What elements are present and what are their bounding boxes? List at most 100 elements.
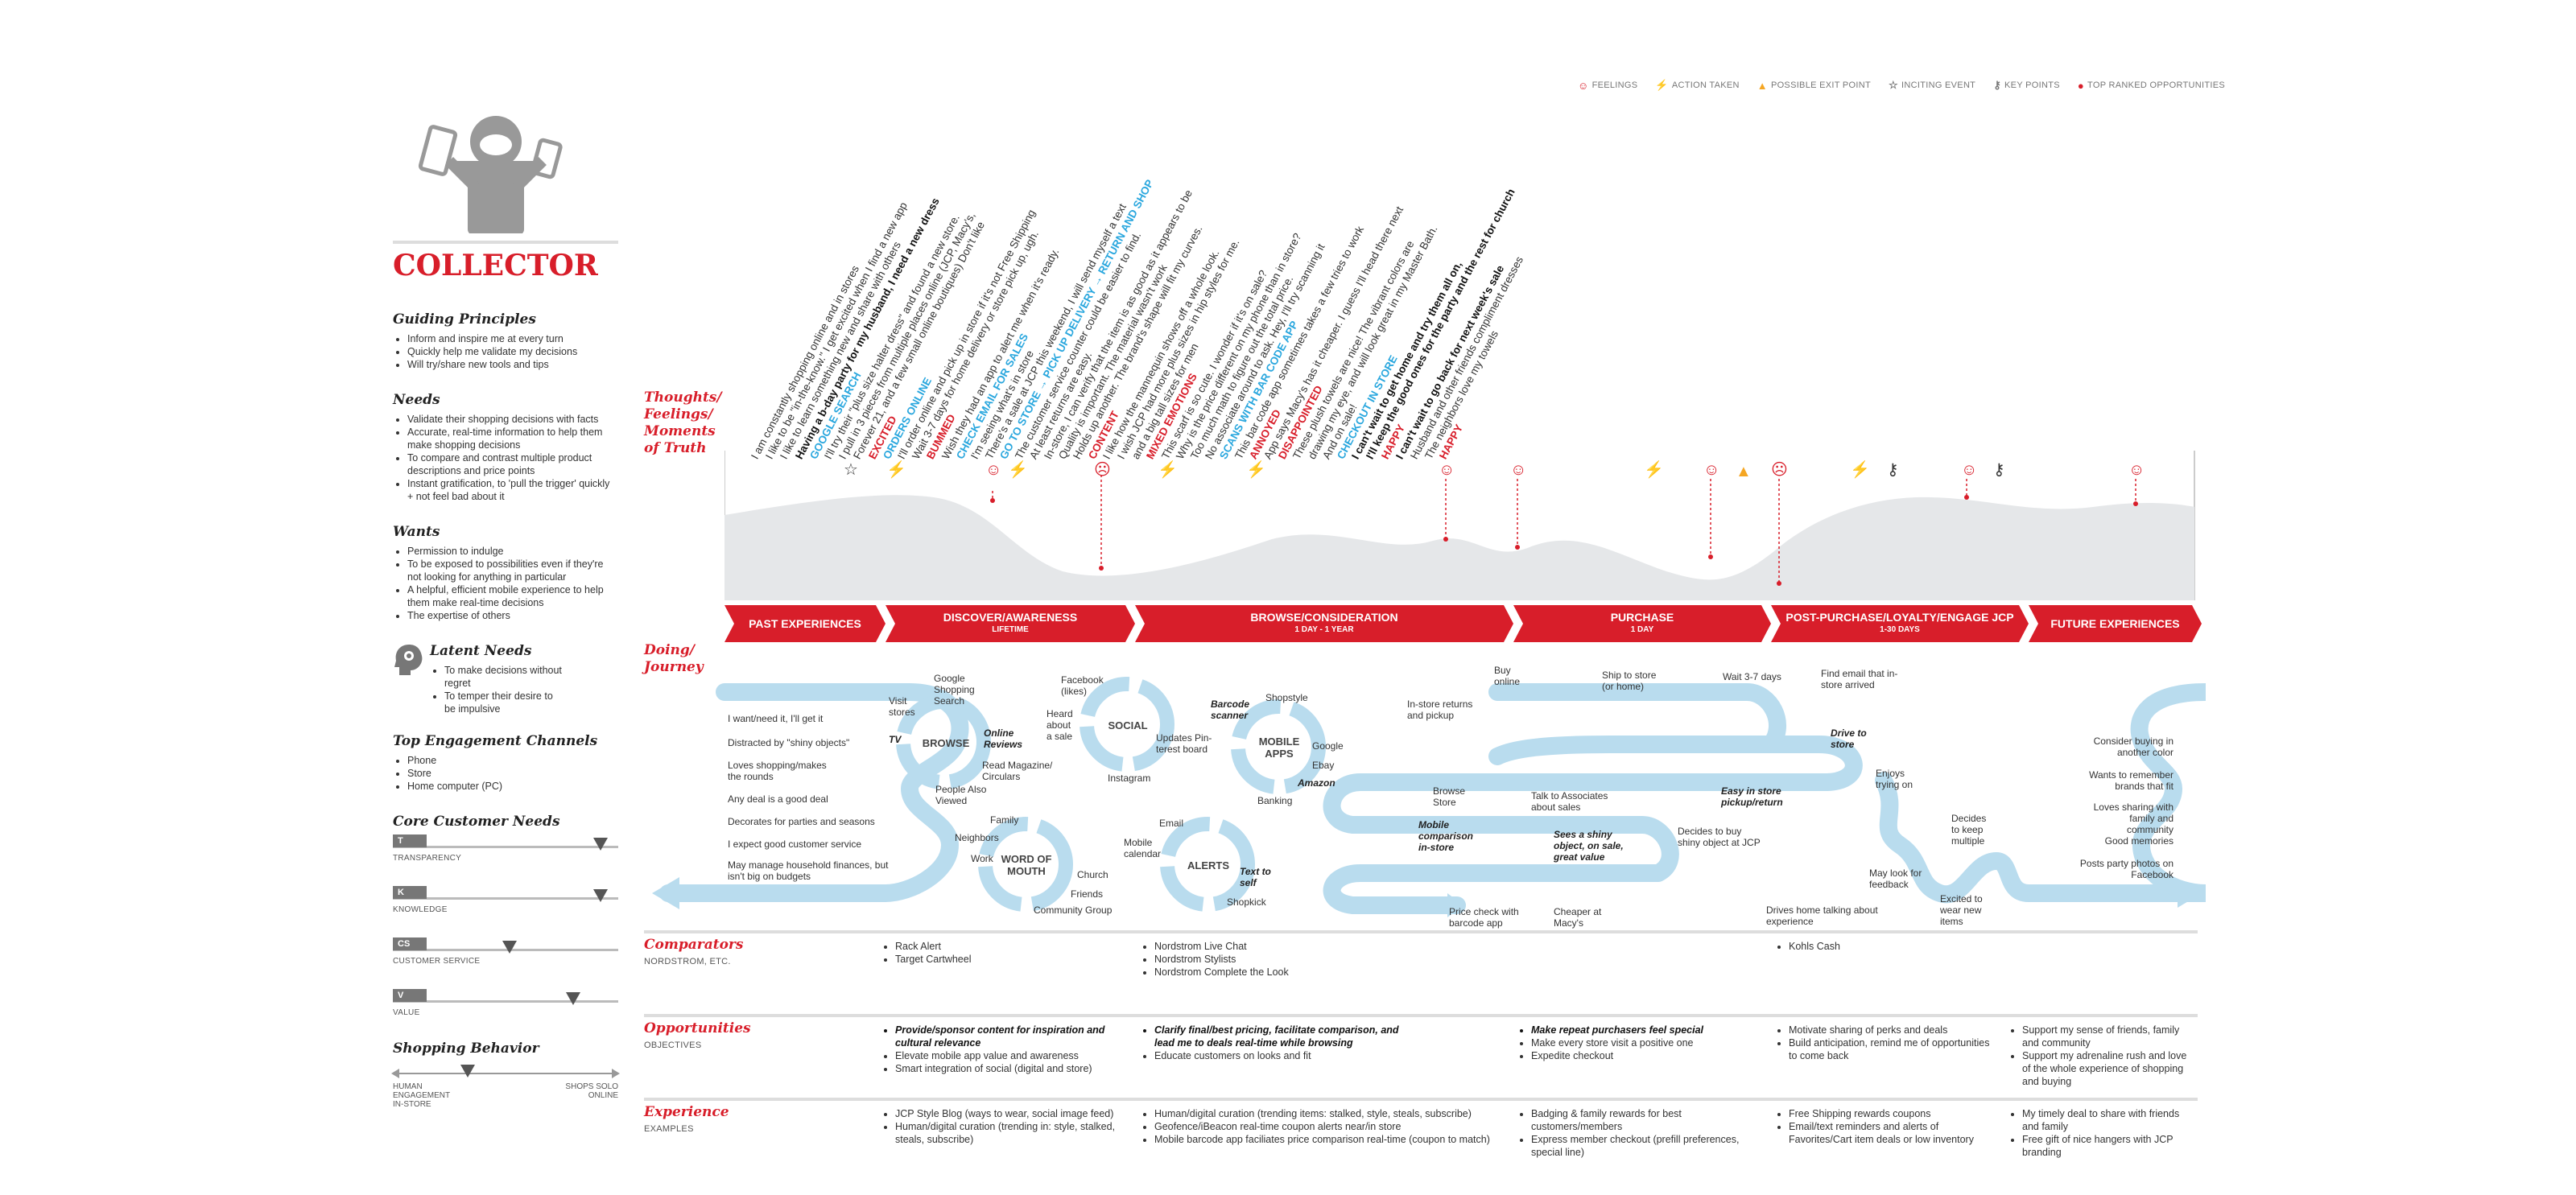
lightning-icon: ⚡	[1158, 461, 1178, 479]
wants-heading: Wants	[393, 524, 440, 540]
guiding-principles-list: Inform and inspire me at every turn Quic…	[393, 332, 618, 371]
journey-label: Ebay	[1312, 760, 1335, 771]
doing-section-label: Doing/ Journey	[644, 642, 704, 675]
journey-label: Buy online	[1494, 665, 1521, 687]
journey-label: Drives home talking about experience	[1766, 904, 1878, 927]
list-item: Geofence/iBeacon real-time coupon alerts…	[1154, 1120, 1512, 1133]
cycle-browse: BROWSE	[922, 737, 970, 749]
list-item: Home computer (PC)	[407, 780, 618, 793]
list-item: Support my adrenaline rush and love of t…	[2022, 1049, 2194, 1088]
list-item: Elevate mobile app value and awareness	[895, 1049, 1124, 1062]
smiley-icon: ☺	[985, 461, 1002, 479]
journey-label: People Also Viewed	[935, 784, 987, 806]
future-item: Wants to remember brands that fit	[2089, 769, 2174, 792]
past-item: Distracted by "shiny objects"	[728, 737, 850, 748]
meter-marker	[502, 941, 518, 954]
left-scale-label: HUMAN ENGAGEMENT IN-STORE	[393, 1082, 450, 1109]
journey-label: May look for feedback	[1869, 867, 1922, 890]
lightning-icon: ⚡	[1246, 461, 1266, 479]
journey-label: Ship to store (or home)	[1602, 670, 1657, 692]
list-item: Free gift of nice hangers with JCP brand…	[2022, 1133, 2194, 1159]
list-item: Permission to indulge	[407, 545, 618, 558]
right-scale-label: SHOPS SOLO ONLINE	[565, 1082, 618, 1100]
guiding-principles-heading: Guiding Principles	[393, 311, 536, 328]
journey-label: Decides to keep multiple	[1951, 813, 1987, 847]
latent-needs-heading: Latent Needs	[430, 643, 532, 659]
list-item: Expedite checkout	[1531, 1049, 1760, 1062]
cycle-mobile-apps: MOBILE APPS	[1258, 736, 1300, 760]
journey-label: Google Shopping Search	[934, 673, 975, 707]
warning-icon: ▲	[1736, 463, 1752, 480]
list-item: Express member checkout (prefill prefere…	[1531, 1133, 1760, 1159]
list-item: Rack Alert	[895, 940, 1124, 953]
future-item: Good memories	[2104, 835, 2174, 847]
list-item: To be exposed to possibilities even if t…	[407, 558, 618, 583]
legend-feelings: ☺Feelings	[1578, 79, 1638, 92]
shopping-behavior-scale: HUMAN ENGAGEMENT IN-STORE SHOPS SOLO ONL…	[391, 1061, 620, 1109]
star-icon: ☆	[1889, 79, 1898, 91]
journey-label: Visit stores	[889, 695, 915, 718]
journey-label: Mobile comparison in-store	[1418, 819, 1474, 853]
journey-label: Find email that in-store arrived	[1821, 668, 1898, 690]
list-item: Kohls Cash	[1789, 940, 2017, 953]
smiley-icon: ☺	[1703, 461, 1720, 479]
list-item: My timely deal to share with friends and…	[2022, 1107, 2194, 1133]
phase-past: PAST EXPERIENCES	[724, 605, 886, 642]
smiley-icon: ☹	[1771, 461, 1788, 479]
experience-post: Free Shipping rewards couponsEmail/text …	[1776, 1107, 2001, 1146]
legend-key: ⚷Key points	[1993, 79, 2060, 91]
journey-label: Neighbors	[955, 832, 999, 843]
opportunities-browse: Clarify final/best pricing, facilitate c…	[1141, 1024, 1399, 1062]
emotion-curve	[724, 451, 2195, 600]
journey-label: Mobile calendar	[1124, 837, 1162, 859]
past-item: Any deal is a good deal	[728, 793, 828, 805]
list-item: Nordstrom Stylists	[1154, 953, 1463, 966]
list-item: Human/digital curation (trending items: …	[1154, 1107, 1512, 1120]
journey-label: Enjoys trying on	[1876, 768, 1913, 790]
list-item: Validate their shopping decisions with f…	[407, 413, 618, 426]
journey-label: Excited to wear new items	[1940, 893, 1983, 927]
smiley-icon: ☺	[2128, 461, 2145, 479]
opportunities-discover: Provide/sponsor content for inspiration …	[882, 1024, 1124, 1075]
journey-label: Family	[990, 814, 1019, 826]
legend: ☺Feelings ⚡Action taken ▲Possible exit p…	[1578, 79, 2225, 92]
journey-label: Wait 3-7 days	[1723, 671, 1781, 682]
journey-label: Sees a shiny object, on sale, great valu…	[1554, 829, 1624, 863]
journey-label: Price check with barcode app	[1449, 906, 1519, 929]
star-icon: ☆	[844, 461, 858, 479]
list-item: To compare and contrast multiple product…	[407, 451, 618, 477]
journey-label: Updates Pin-terest board	[1156, 732, 1212, 755]
experience-discover: JCP Style Blog (ways to wear, social ima…	[882, 1107, 1124, 1146]
opportunities-purchase: Make repeat purchasers feel specialMake …	[1518, 1024, 1760, 1062]
journey-label: Barcode scanner	[1211, 698, 1250, 721]
list-item: Smart integration of social (digital and…	[895, 1062, 1124, 1075]
comparators-browse: Nordstrom Live ChatNordstrom StylistsNor…	[1141, 940, 1463, 979]
legend-exit: ▲Possible exit point	[1757, 79, 1872, 92]
past-item: I want/need it, I'll get it	[728, 713, 824, 724]
list-item: Inform and inspire me at every turn	[407, 332, 618, 345]
journey-label: Amazon	[1298, 777, 1335, 789]
list-item: Free Shipping rewards coupons	[1789, 1107, 2001, 1120]
legend-action: ⚡Action taken	[1655, 79, 1740, 91]
lightning-icon: ⚡	[1850, 461, 1870, 479]
wants-list: Permission to indulge To be exposed to p…	[393, 545, 618, 622]
journey-label: Talk to Associates about sales	[1531, 790, 1608, 813]
journey-label: Google	[1312, 740, 1344, 752]
list-item: A helpful, efficient mobile experience t…	[407, 583, 618, 609]
persona-title: COLLECTOR	[393, 249, 598, 282]
list-item: Instant gratification, to 'pull the trig…	[407, 477, 618, 503]
list-item: Human/digital curation (trending in: sty…	[895, 1120, 1124, 1146]
persona-panel: COLLECTOR Guiding Principles Inform and …	[391, 113, 620, 1109]
list-item: Will try/share new tools and tips	[407, 358, 618, 371]
comparators-post: Kohls Cash	[1776, 940, 2017, 953]
journey-label: Heard about a sale	[1046, 708, 1073, 742]
journey-label: Browse Store	[1433, 785, 1466, 808]
journey-label: Text to self	[1240, 866, 1271, 888]
lightning-icon: ⚡	[886, 461, 906, 479]
